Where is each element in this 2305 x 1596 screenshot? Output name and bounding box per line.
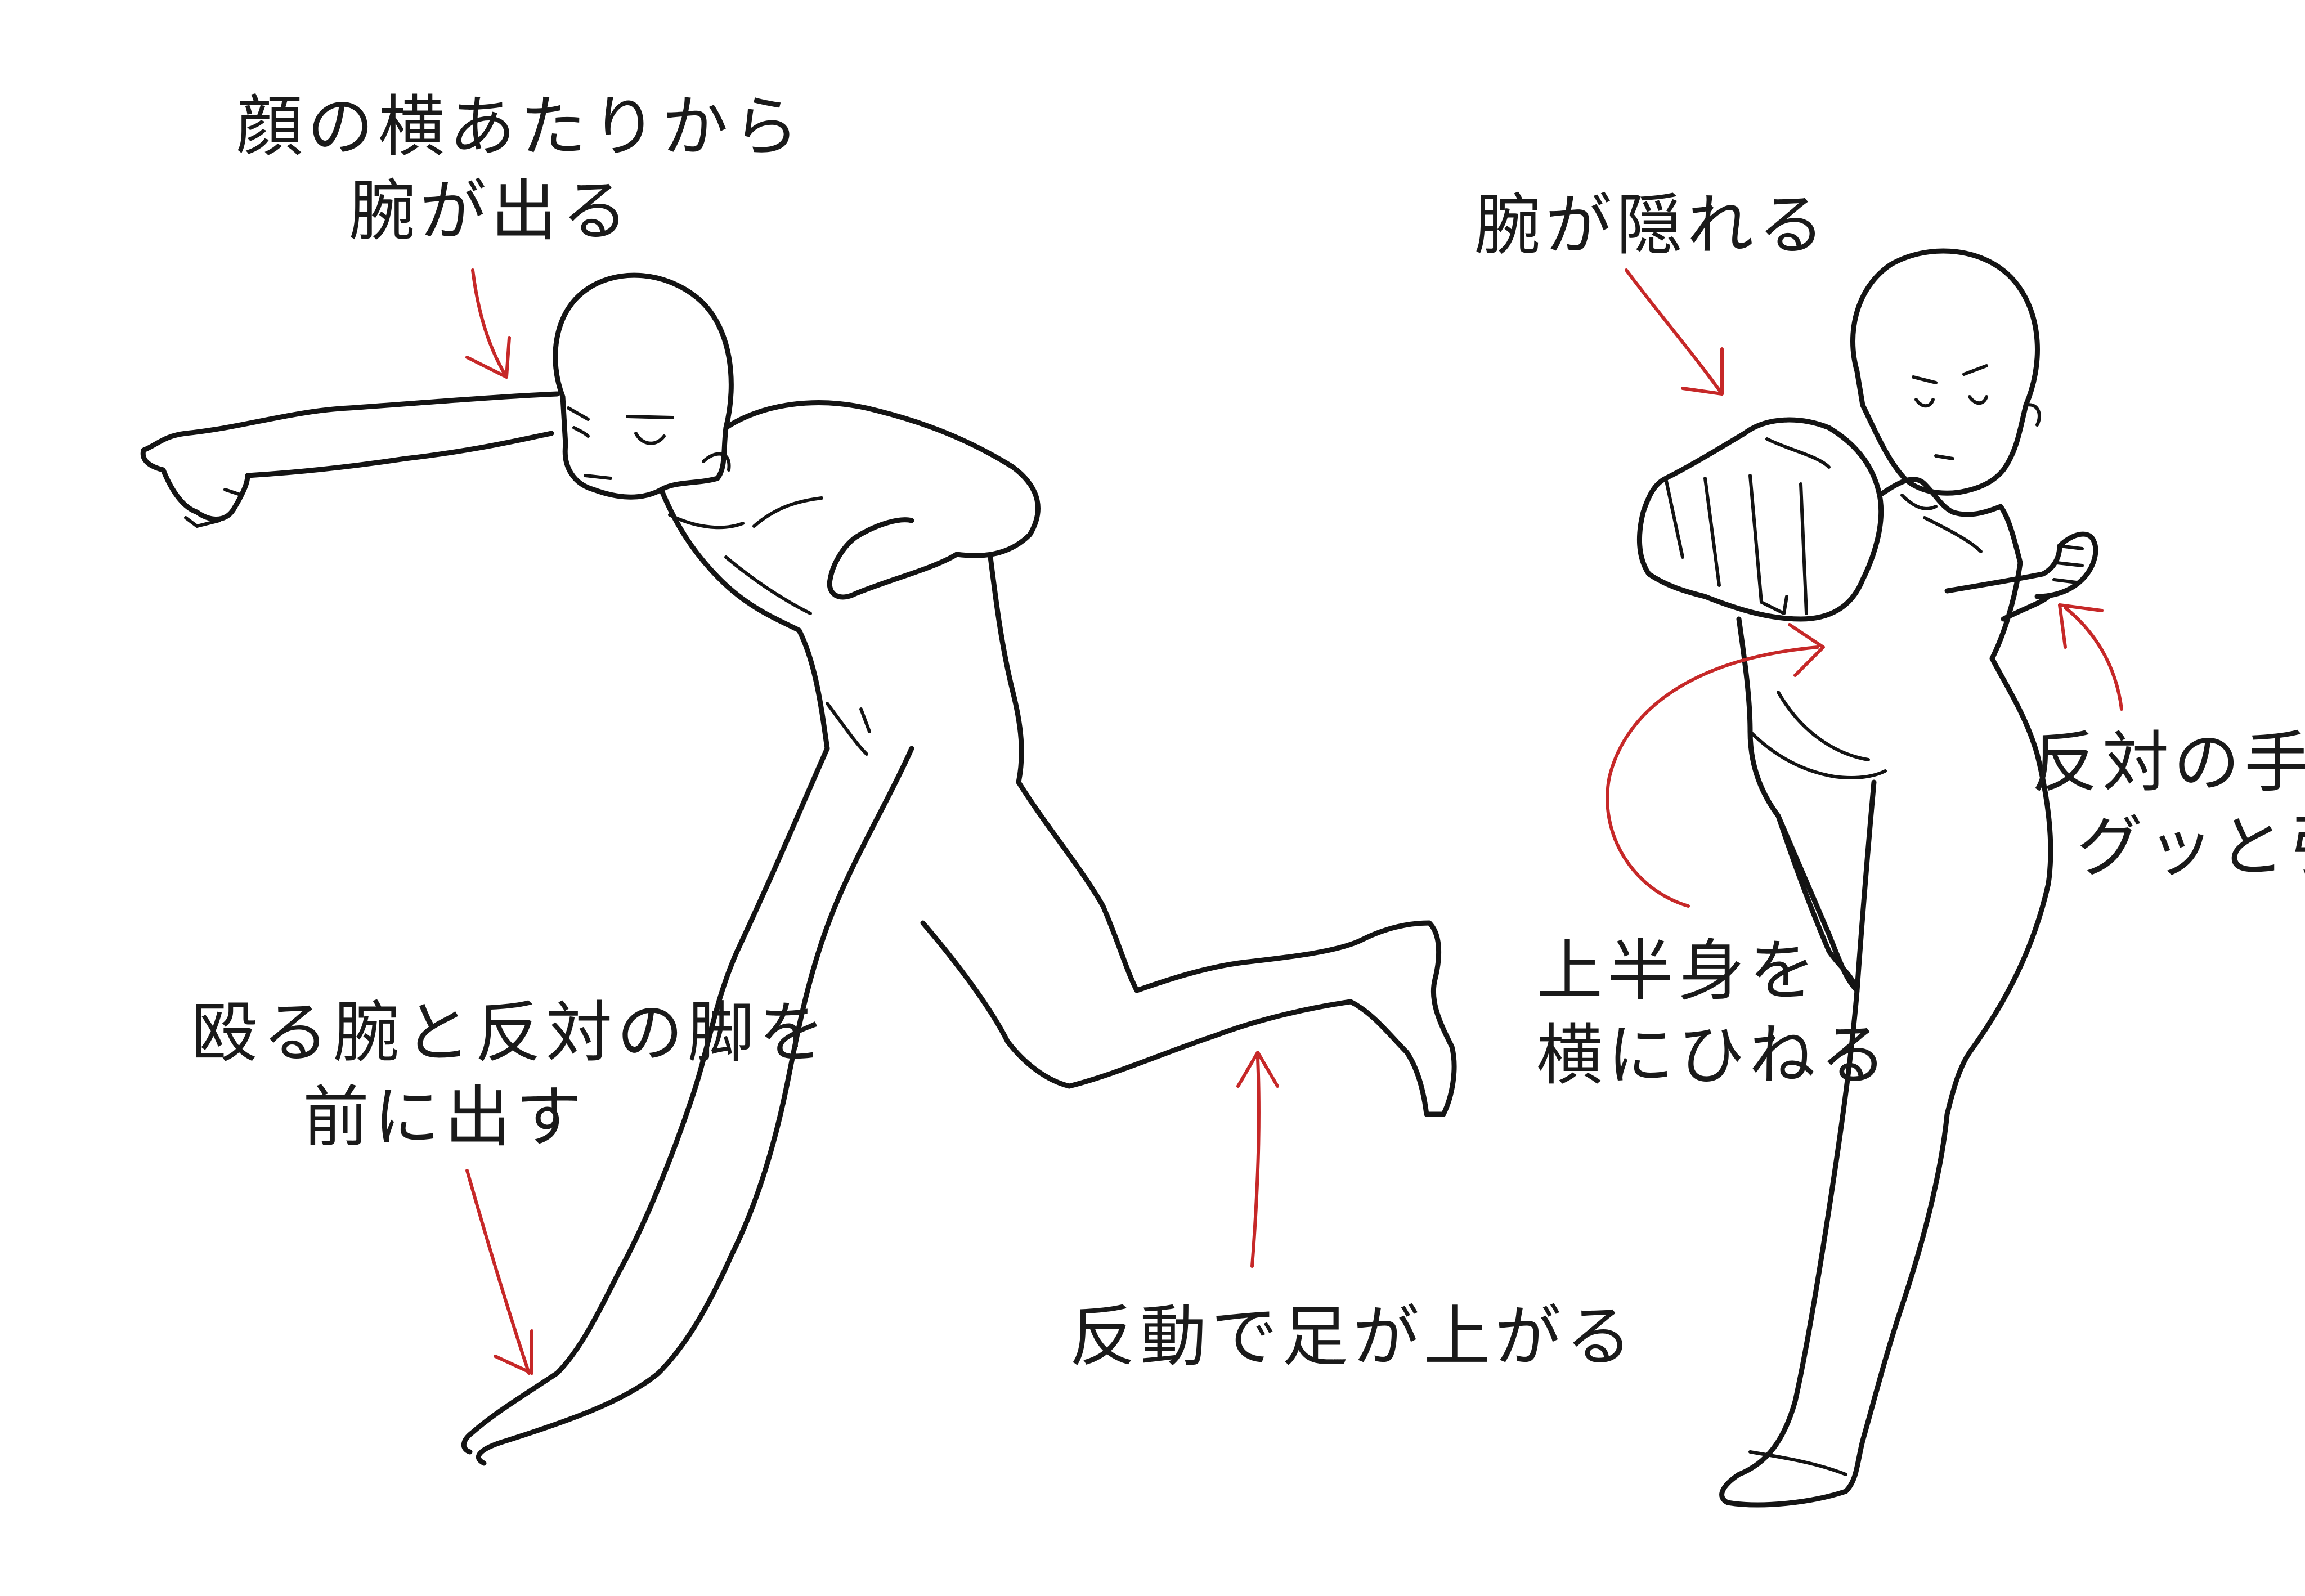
right-figure-standing-leg: [1719, 779, 1877, 1508]
left-figure-front-leg-inner: [476, 746, 914, 1466]
right-figure-back-fist: [2052, 544, 2084, 584]
right-figure-standing-leg-outer: [1843, 881, 2051, 1494]
left-figure-side: [658, 487, 830, 751]
annotation-arrows: [465, 268, 2123, 1375]
label-arm-from-face: 顔の横あたりから 腕が出る: [236, 84, 804, 253]
left-figure-back: [988, 554, 1024, 785]
left-figure-fist-detail: [184, 488, 244, 528]
left-figure-back-leg-lower: [920, 920, 1446, 1117]
right-figure-foot: [1748, 1450, 1847, 1476]
right-figure-fist-fingers: [1664, 437, 1831, 615]
label-arm-from-face-line-1: 顔の横あたりから: [236, 88, 804, 165]
left-figure-hip: [826, 702, 871, 756]
left-figure-head: [553, 272, 734, 500]
label-twist-upper-body-line-2: 横にひねる: [1536, 1016, 1891, 1094]
left-figure-chest: [668, 496, 823, 615]
arrow-leg-recoil: [1250, 1056, 1261, 1268]
arrow-arm-hidden: [1625, 268, 1724, 396]
left-figure-back-leg: [1016, 779, 1457, 1117]
left-figure-eye-left: [567, 406, 590, 438]
label-arm-from-face-line-2: 腕が出る: [349, 172, 633, 250]
arrow-arm-from-face-head: [465, 336, 511, 379]
right-figure-raised-leg: [1775, 813, 1860, 993]
left-figure: [140, 272, 1457, 1466]
right-figure-belly: [1748, 730, 1887, 779]
left-figure-ear: [702, 452, 731, 472]
left-figure-mouth: [584, 474, 612, 480]
label-pull-opposite-hand-line-1: 反対の手は: [2032, 724, 2305, 801]
label-arm-hidden: 腕が隠れる: [1474, 183, 1829, 267]
label-opposite-limbs-line-1: 殴る腕と反対の脚を: [191, 994, 830, 1072]
left-figure-front-leg: [461, 746, 830, 1455]
arrow-pull-hand-head: [2058, 603, 2104, 649]
right-figure-shoulder: [1877, 477, 2023, 566]
arrow-opposite-limbs-head: [494, 1329, 533, 1375]
arrow-arm-hidden-head: [1681, 347, 1724, 396]
label-leg-recoil-text: 反動で足が上がる: [1069, 1298, 1637, 1375]
left-figure-back-arm: [827, 517, 959, 600]
right-figure-ear: [2024, 403, 2041, 427]
right-figure-back-arm: [1944, 531, 2098, 622]
label-pull-opposite-hand-line-2: グッと引く: [2077, 808, 2305, 886]
left-figure-eye-right: [626, 415, 674, 445]
label-opposite-limbs-line-2: 前に出す: [302, 1078, 586, 1156]
arrow-twist: [1606, 645, 1819, 908]
left-figure-punching-arm: [140, 391, 560, 522]
left-figure-torso: [723, 400, 1041, 558]
label-opposite-limbs: 殴る腕と反対の脚を 前に出す: [191, 990, 830, 1159]
label-twist-upper-body-line-1: 上半身を: [1536, 932, 1820, 1010]
arrow-leg-recoil-head: [1236, 1051, 1279, 1088]
label-twist-upper-body: 上半身を 横にひねる: [1536, 929, 1891, 1097]
right-figure-fist: [1637, 417, 1884, 622]
right-figure-mouth: [1934, 454, 1954, 460]
label-arm-hidden-text: 腕が隠れる: [1474, 186, 1829, 264]
arrow-arm-from-face: [471, 268, 508, 379]
right-figure-eye-right: [1962, 364, 1988, 405]
arrow-twist-head: [1788, 623, 1825, 677]
label-pull-opposite-hand: 反対の手は グッと引く: [2032, 720, 2305, 889]
right-figure-chest: [1777, 494, 1983, 761]
arrow-pull-hand: [2064, 606, 2123, 711]
arrow-opposite-limbs: [465, 1169, 531, 1375]
right-figure: [1637, 248, 2098, 1508]
right-figure-eye-left: [1912, 375, 1938, 408]
right-figure-thumb: [1760, 595, 1788, 615]
label-leg-recoil: 反動で足が上がる: [1069, 1294, 1636, 1379]
